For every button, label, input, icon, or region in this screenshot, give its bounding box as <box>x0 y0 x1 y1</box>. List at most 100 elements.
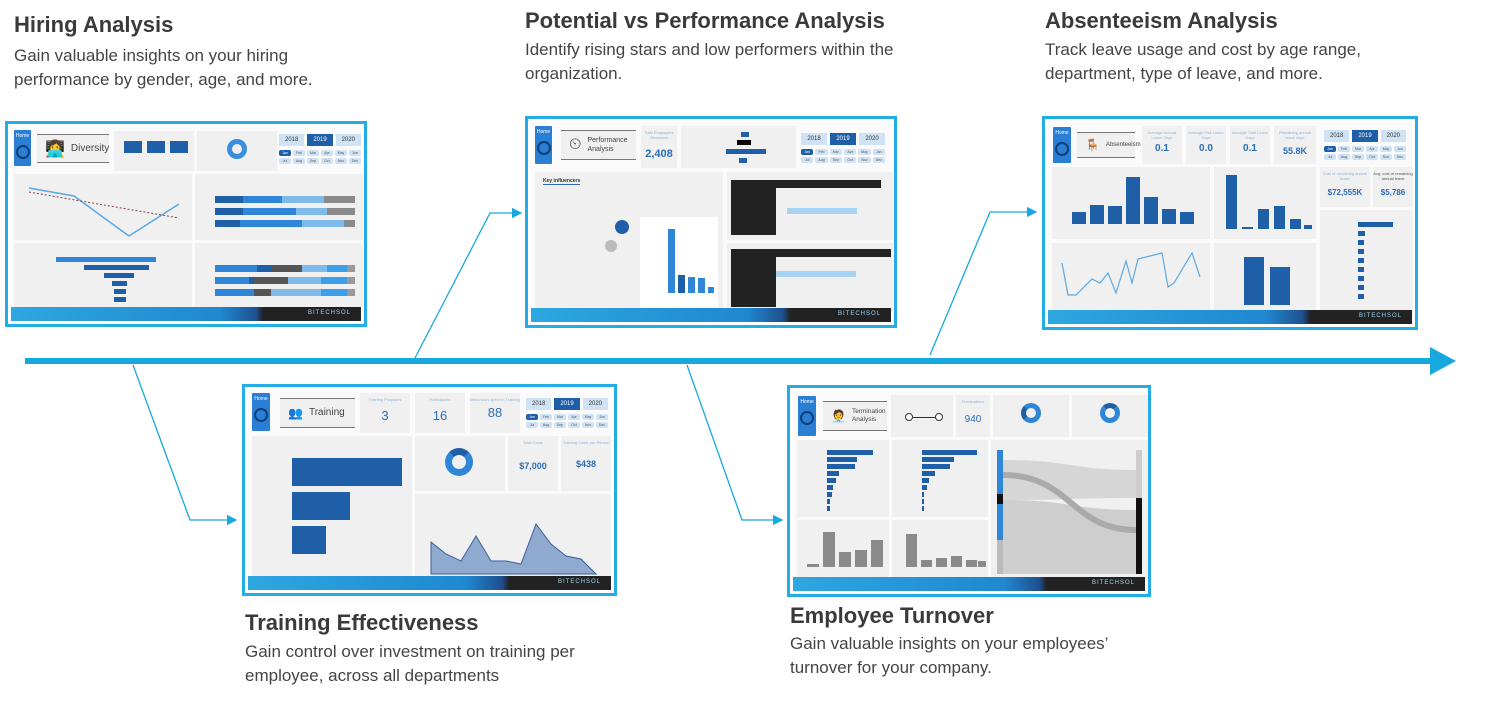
year-2020[interactable]: 2020 <box>1380 130 1406 142</box>
year-2018[interactable]: 2018 <box>526 398 552 410</box>
dashboard-title-card: 🧑‍💼Termination Analysis <box>823 401 887 431</box>
month[interactable]: Oct <box>1366 154 1378 160</box>
month[interactable]: Oct <box>568 422 580 428</box>
month[interactable]: Oct <box>321 158 333 164</box>
month[interactable]: Dec <box>596 422 608 428</box>
home-button[interactable]: Home <box>14 130 31 166</box>
kpi-value: 16 <box>432 408 448 423</box>
month[interactable]: Jul <box>526 422 538 428</box>
month[interactable]: Sep <box>1352 154 1364 160</box>
home-button[interactable]: Home <box>798 396 816 436</box>
month[interactable]: Jan <box>1324 146 1336 152</box>
year-2019[interactable]: 2019 <box>554 398 580 410</box>
month[interactable]: Jan <box>801 149 814 155</box>
month[interactable]: Dec <box>872 157 885 163</box>
year-2019[interactable]: 2019 <box>1352 130 1378 142</box>
potential-title: Potential vs Performance Analysis <box>525 8 885 33</box>
month[interactable]: Apr <box>568 414 580 420</box>
brand-logo: BITECHSOL <box>1091 580 1135 586</box>
month[interactable]: Feb <box>1338 146 1350 152</box>
month[interactable]: Dec <box>1394 154 1406 160</box>
month[interactable]: May <box>582 414 594 420</box>
kpi-value: 0.0 <box>1199 143 1213 154</box>
year-2018[interactable]: 2018 <box>1324 130 1350 142</box>
month[interactable]: Nov <box>582 422 594 428</box>
year-2019[interactable]: 2019 <box>307 134 333 146</box>
key-influencers-tab[interactable]: Key influencers <box>543 178 581 185</box>
date-range-slider[interactable] <box>891 395 953 437</box>
month[interactable]: Jan <box>279 150 291 156</box>
terminations-seniority-donut <box>1072 395 1148 437</box>
location-pin-icon <box>15 145 30 159</box>
month[interactable]: Jun <box>596 414 608 420</box>
month[interactable]: Feb <box>293 150 305 156</box>
month[interactable]: Mar <box>307 150 319 156</box>
month[interactable]: Jul <box>801 157 814 163</box>
month[interactable]: Mar <box>554 414 566 420</box>
year-2018[interactable]: 2018 <box>279 134 305 146</box>
month[interactable]: Apr <box>1366 146 1378 152</box>
brand-logo: BITECHSOL <box>837 311 881 317</box>
footer-band: BITECHSOL <box>531 308 891 322</box>
month[interactable]: May <box>1380 146 1392 152</box>
month[interactable]: Nov <box>1380 154 1392 160</box>
month[interactable]: Jan <box>526 414 538 420</box>
month[interactable]: Aug <box>540 422 552 428</box>
month[interactable]: Apr <box>843 149 857 155</box>
year-2018[interactable]: 2018 <box>801 133 827 145</box>
turnover-desc: Gain valuable insights on your employees… <box>790 632 1108 680</box>
training-man-hours-area-chart <box>415 494 611 578</box>
month[interactable]: Aug <box>293 158 305 164</box>
month[interactable]: Dec <box>349 158 361 164</box>
month[interactable]: Aug <box>815 157 828 163</box>
month[interactable]: Nov <box>858 157 871 163</box>
month[interactable]: Feb <box>815 149 828 155</box>
kpi-label: Average Annual Leave Days <box>1147 130 1177 140</box>
kpi-value: 0.1 <box>1243 143 1257 154</box>
month[interactable]: May <box>858 149 871 155</box>
terminations-tenure-chart <box>797 520 889 580</box>
home-button[interactable]: Home <box>1053 127 1071 163</box>
year-2019[interactable]: 2019 <box>830 133 856 145</box>
turnover-dashboard-thumbnail[interactable]: Home 🧑‍💼Termination Analysis Termination… <box>787 385 1151 597</box>
absenteeism-dashboard-thumbnail[interactable]: Home 🪑Absenteeism Average Annual Leave D… <box>1042 116 1418 330</box>
month[interactable]: Jun <box>349 150 361 156</box>
performance-dashboard-thumbnail[interactable]: Home ⏲Performance Analysis Total Employe… <box>525 116 897 328</box>
kpi-label: Participants <box>429 397 451 402</box>
month[interactable]: Sep <box>554 422 566 428</box>
kpi-label: Cost of remaining annual leave <box>1322 171 1368 181</box>
month[interactable]: Mar <box>829 149 842 155</box>
turnover-title: Employee Turnover <box>790 603 994 628</box>
month[interactable]: Jul <box>1324 154 1336 160</box>
month[interactable]: Apr <box>321 150 333 156</box>
year-2020[interactable]: 2020 <box>859 133 885 145</box>
sick-days-line-chart <box>1052 243 1210 313</box>
month[interactable]: Feb <box>540 414 552 420</box>
month[interactable]: Mar <box>1352 146 1364 152</box>
month[interactable]: Sep <box>829 157 842 163</box>
month[interactable]: Jun <box>1394 146 1406 152</box>
month[interactable]: Sep <box>307 158 319 164</box>
year-2020[interactable]: 2020 <box>582 398 608 410</box>
month[interactable]: Aug <box>1338 154 1350 160</box>
month[interactable]: Nov <box>335 158 347 164</box>
home-button[interactable]: Home <box>252 393 270 431</box>
year-2020[interactable]: 2020 <box>335 134 361 146</box>
home-button[interactable]: Home <box>535 126 552 164</box>
month[interactable]: Jul <box>279 158 291 164</box>
month[interactable]: May <box>335 150 347 156</box>
month[interactable]: Jun <box>872 149 885 155</box>
month[interactable]: Oct <box>843 157 857 163</box>
